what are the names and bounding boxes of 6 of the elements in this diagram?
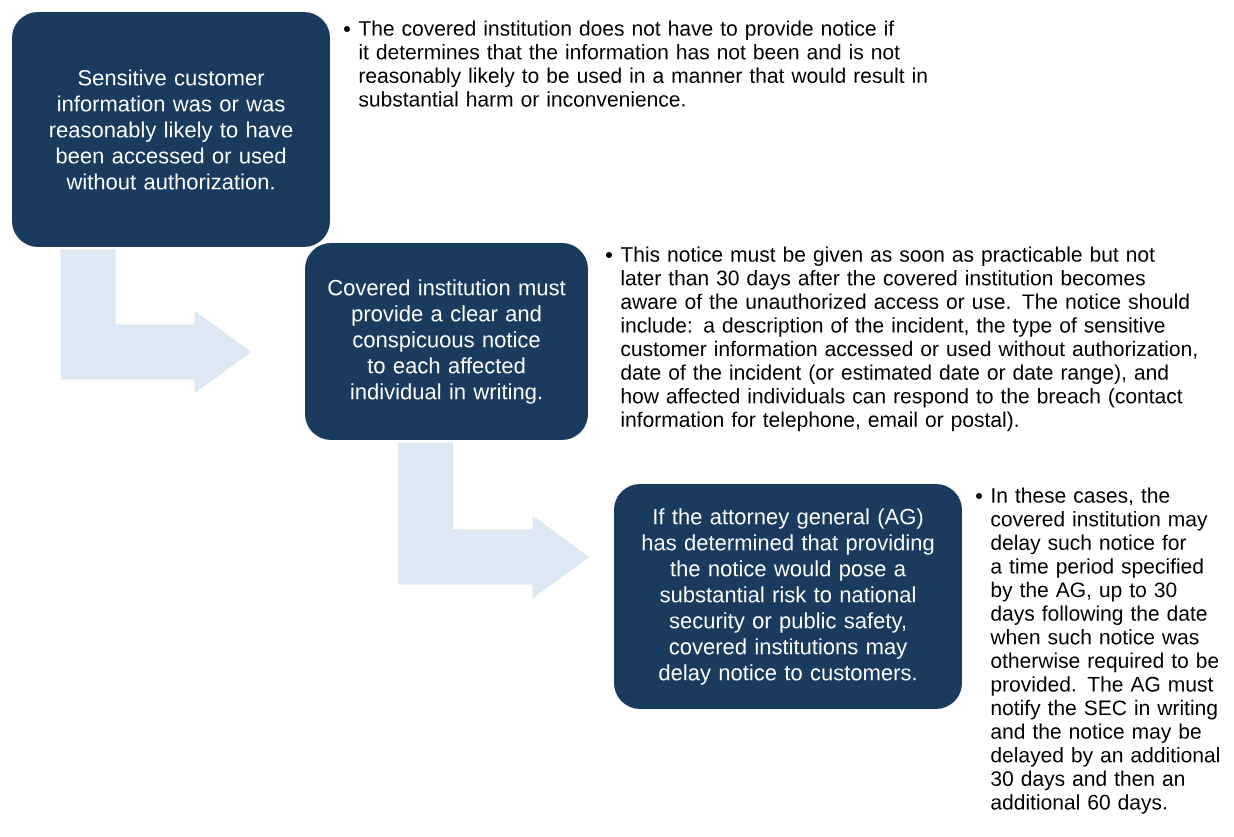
- bullet-text: The covered institution does not have to provide notice if it determines that the information has not been and is not reasonably likely to be used in a manner that would result in substantial harm or inconvenience.: [358, 20, 927, 107]
- process-box: Sensitive customer information was or was reasonably likely to have been accessed or used without authorization.: [12, 12, 330, 247]
- bullet-text: This notice must be given as soon as practicable but not later than 30 days after the covered institution becomes aware of the unauthorized access or use. The notice should include: a description of the incident, the type of sensitive customer information accessed or used without authorization, date of the incident (or estimated date or date range), and how affected individuals can respond to the breach (contact information for telephone, email or postal).: [620, 246, 1197, 432]
- process-box: Covered institution must provide a clear and conspicuous notice to each affected individual in writing.: [305, 243, 588, 440]
- bullet-text: In these cases, the covered institution may delay such notice for a time period specified by the AG, up to 30 days following the date when such notice was otherwise required to be provided. The AG must notify the SEC in writing and the notice may be delayed by an additional 30 days and then an additional 60 days.: [990, 487, 1219, 814]
- process-box: If the attorney general (AG) has determined that providing the notice would pose a substantial risk to national security or public safety, covered institutions may delay notice to customers.: [614, 484, 962, 709]
